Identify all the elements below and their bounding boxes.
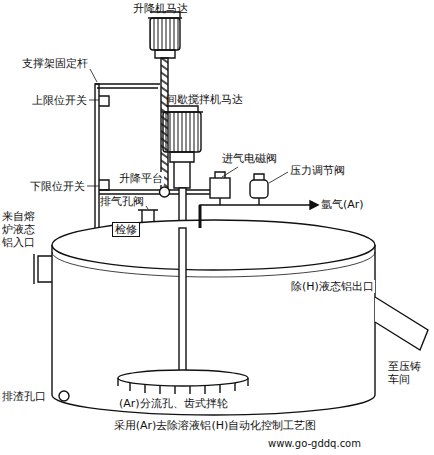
impeller-teeth: [118, 378, 248, 394]
lift-platform: [99, 190, 215, 194]
leader-line: [90, 69, 97, 82]
support-rod: [95, 84, 99, 242]
callout-label: 间歇搅拌机马达: [166, 93, 243, 106]
callout-label: 下限位开关: [30, 180, 85, 193]
callout-label: 来自熔炉液态铝入口: [2, 210, 38, 249]
leader-line: [146, 206, 148, 209]
impeller: [118, 370, 248, 386]
gas-pipe: [200, 205, 318, 228]
upper-limit-switch: [99, 96, 109, 106]
inlet-pipe: [34, 254, 52, 284]
lift-motor: [150, 18, 180, 50]
solenoid-valve-stem: [215, 172, 225, 205]
callout-label: 排渣孔口: [2, 390, 46, 403]
callout-label: 压力调节阀: [290, 164, 345, 177]
leader-line: [222, 167, 238, 177]
pressure-valve-stem: [254, 174, 264, 205]
watermark: www.go-gddq.com: [268, 437, 361, 450]
stirrer-shaft: [179, 188, 186, 378]
lift-motor-cap: [148, 12, 182, 58]
callout-label: 检修: [112, 222, 140, 237]
leader-line: [269, 172, 288, 183]
mixer-motor-base: [161, 106, 203, 188]
figure-caption: 采用(Ar)去除溶液铝(H)自动化控制工艺图: [114, 419, 317, 432]
gas-arrow: [310, 201, 318, 209]
callout-label: 上限位开关: [32, 94, 87, 107]
support-arm: [95, 84, 160, 88]
callout-label: 进气电磁阀: [222, 152, 277, 165]
callout-label: 至压铸车间: [388, 360, 424, 386]
callout-label: 升降平台: [118, 172, 164, 185]
callout-label: 氩气(Ar): [321, 198, 364, 211]
leader-line: [87, 186, 99, 187]
outlet-spout: [375, 297, 428, 350]
drain-hole: [59, 391, 69, 401]
leader-line: [89, 100, 99, 101]
stirrer-shaft-inner: [179, 228, 186, 378]
mixer-motor: [163, 112, 201, 152]
exhaust-valve: [138, 210, 158, 222]
solenoid-valve: [210, 178, 230, 198]
callout-label: 支撑架固定杆: [22, 57, 88, 70]
lower-limit-switch: [99, 180, 109, 190]
callout-label: (Ar)分流孔、齿式拌轮: [118, 397, 229, 410]
pressure-valve: [250, 180, 268, 198]
callout-label: 升降机马达: [133, 2, 188, 15]
tank-lid: [52, 220, 375, 270]
platform-nut: [160, 187, 170, 197]
tank-rim: [52, 252, 375, 277]
callout-label: 除(H)液态铝出口: [290, 280, 375, 293]
callout-label: 排气孔阀: [100, 195, 144, 208]
